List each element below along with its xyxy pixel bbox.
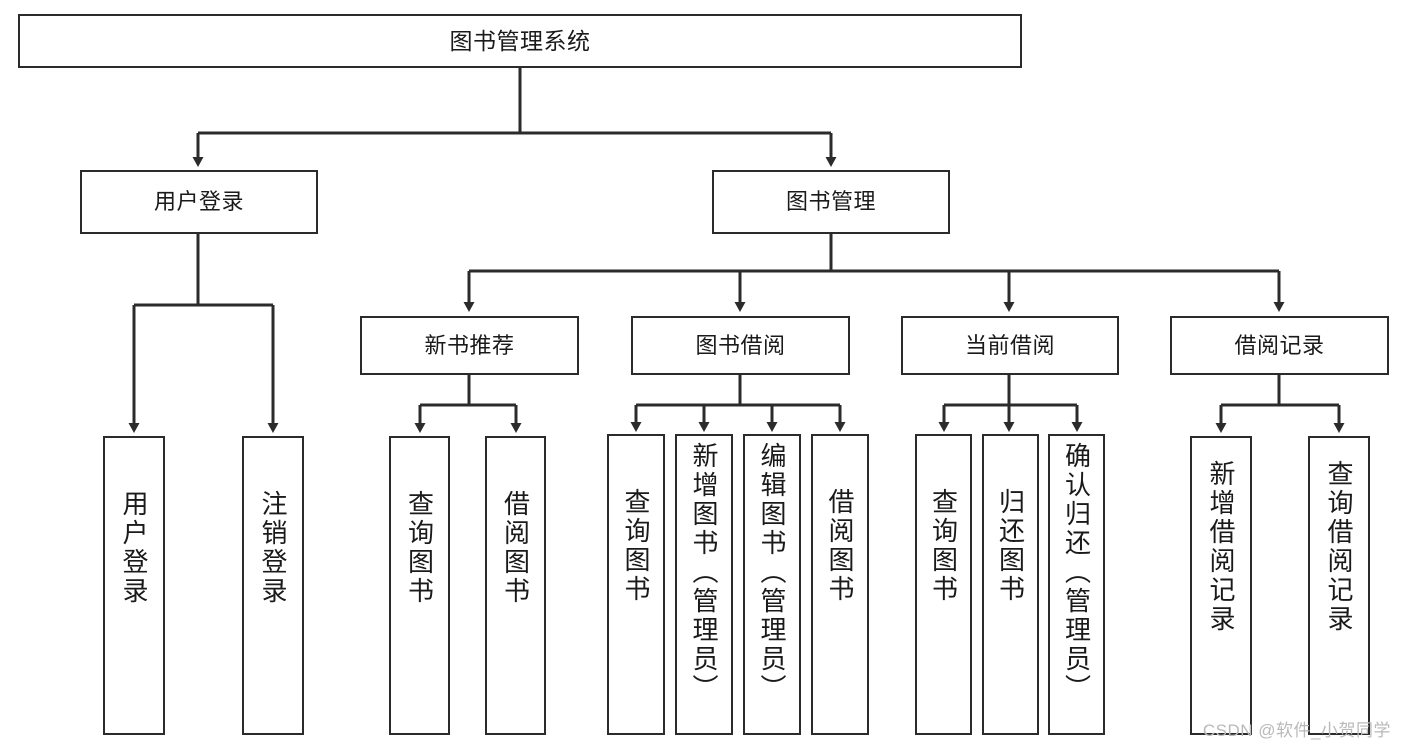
leaf-user-login-logout[interactable]: 注销登录 bbox=[242, 436, 304, 735]
node-label: 新增借阅记录 bbox=[1206, 460, 1236, 634]
leaf-borrow-borrow-book[interactable]: 借阅图书 bbox=[811, 434, 869, 735]
leaf-borrow-query-book[interactable]: 查询图书 bbox=[607, 434, 665, 735]
node-label: 确认归还（管理员） bbox=[1061, 442, 1092, 703]
node-label: 借阅记录 bbox=[1234, 332, 1325, 358]
node-label: 注销登录 bbox=[258, 490, 288, 606]
node-user-login[interactable]: 用户登录 bbox=[80, 170, 318, 234]
leaf-new-book-query[interactable]: 查询图书 bbox=[389, 436, 450, 735]
node-label: 查询借阅记录 bbox=[1324, 460, 1354, 634]
node-label: 编辑图书（管理员） bbox=[757, 442, 787, 703]
node-root-system[interactable]: 图书管理系统 bbox=[18, 14, 1022, 68]
node-current-borrow[interactable]: 当前借阅 bbox=[901, 316, 1119, 375]
leaf-current-return-book[interactable]: 归还图书 bbox=[982, 434, 1039, 735]
node-label: 查询图书 bbox=[621, 488, 651, 604]
node-borrow-records[interactable]: 借阅记录 bbox=[1170, 316, 1389, 375]
node-label: 新书推荐 bbox=[424, 332, 515, 358]
node-label: 用户登录 bbox=[153, 189, 244, 215]
node-book-borrow[interactable]: 图书借阅 bbox=[631, 316, 850, 375]
node-label: 图书借阅 bbox=[695, 332, 786, 358]
node-label: 借阅图书 bbox=[500, 490, 531, 606]
node-label: 图书管理 bbox=[785, 189, 876, 215]
node-label: 查询图书 bbox=[404, 490, 435, 606]
leaf-user-login-signin[interactable]: 用户登录 bbox=[103, 436, 165, 735]
leaf-borrow-edit-book-admin[interactable]: 编辑图书（管理员） bbox=[743, 434, 801, 735]
leaf-current-query-book[interactable]: 查询图书 bbox=[915, 434, 972, 735]
node-book-management[interactable]: 图书管理 bbox=[712, 170, 950, 234]
node-label: 新增图书（管理员） bbox=[689, 442, 719, 703]
node-label: 当前借阅 bbox=[964, 332, 1055, 358]
node-new-book-recommend[interactable]: 新书推荐 bbox=[360, 316, 579, 375]
node-label: 图书管理系统 bbox=[449, 27, 591, 54]
node-label: 借阅图书 bbox=[825, 488, 855, 604]
node-label: 查询图书 bbox=[928, 488, 959, 604]
node-label: 归还图书 bbox=[995, 488, 1026, 604]
leaf-records-query-record[interactable]: 查询借阅记录 bbox=[1308, 436, 1370, 735]
leaf-new-book-borrow[interactable]: 借阅图书 bbox=[485, 436, 546, 735]
leaf-borrow-add-book-admin[interactable]: 新增图书（管理员） bbox=[675, 434, 733, 735]
leaf-records-add-record[interactable]: 新增借阅记录 bbox=[1190, 436, 1252, 735]
leaf-current-confirm-return-admin[interactable]: 确认归还（管理员） bbox=[1048, 434, 1105, 735]
node-label: 用户登录 bbox=[119, 490, 149, 606]
